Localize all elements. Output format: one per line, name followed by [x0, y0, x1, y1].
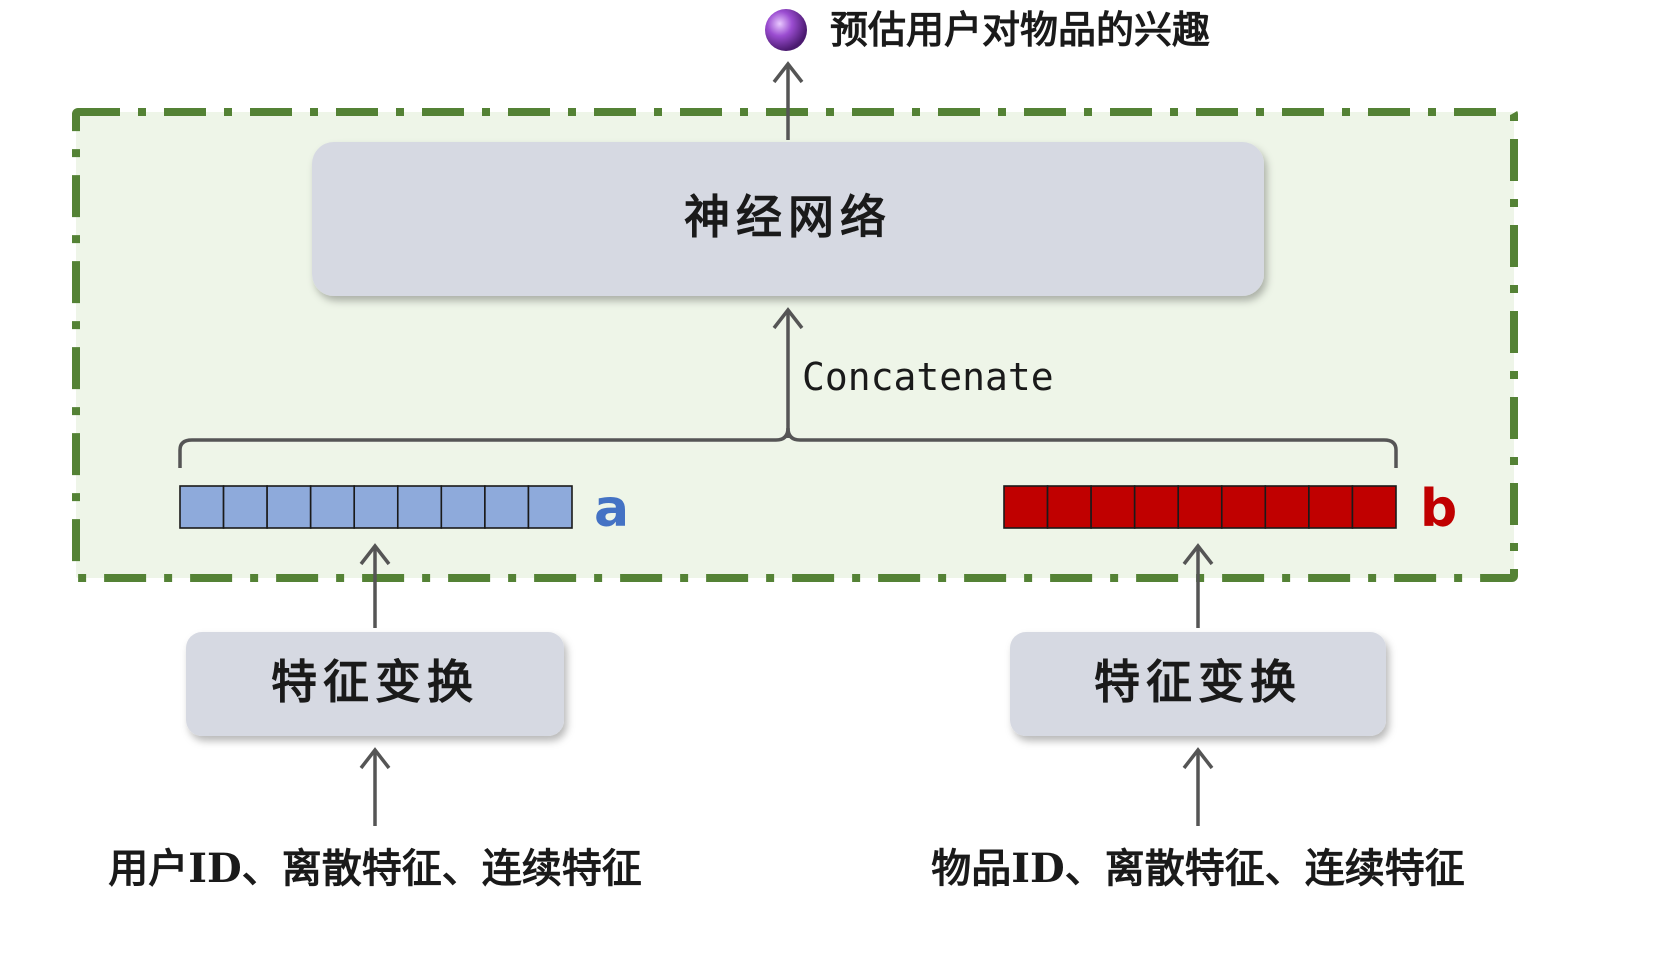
right-feature-transform-box: 特征变换 [1010, 632, 1386, 736]
arrow-left-input-to-transform [359, 747, 391, 826]
item-vector-cell [1264, 485, 1310, 529]
item-input-features-label: 物品ID、离散特征、连续特征 [931, 845, 1464, 892]
neural-network-label: 神经网络 [684, 190, 892, 244]
left-feature-transform-label: 特征变换 [271, 655, 479, 709]
arrow-left-transform-to-vector [359, 543, 391, 628]
item-vector-label: b [1420, 479, 1457, 539]
user-embedding-vector [179, 485, 573, 529]
user-vector-cell [527, 485, 573, 529]
output-label: 预估用户对物品的兴趣 [830, 7, 1210, 52]
concat-brace [178, 427, 1398, 468]
item-vector-cell [1220, 485, 1267, 529]
user-vector-cell [396, 485, 443, 529]
user-vector-cell [484, 485, 530, 529]
concatenate-label: Concatenate [802, 355, 1054, 399]
arrow-right-input-to-transform [1182, 747, 1214, 826]
arrow-concat-to-network [772, 307, 804, 438]
item-vector-cell [1351, 485, 1397, 529]
output-sphere-icon [765, 9, 807, 51]
item-vector-cell [1046, 485, 1092, 529]
arrow-network-to-output [772, 61, 804, 140]
arrow-right-transform-to-vector [1182, 543, 1214, 628]
user-vector-cell [309, 485, 356, 529]
item-vector-cell [1003, 485, 1049, 529]
left-feature-transform-box: 特征变换 [186, 632, 564, 736]
user-vector-cell [353, 485, 399, 529]
user-vector-cell [222, 485, 268, 529]
neural-network-box: 神经网络 [312, 142, 1264, 296]
item-vector-cell [1090, 485, 1136, 529]
right-feature-transform-label: 特征变换 [1094, 655, 1302, 709]
item-vector-cell [1177, 485, 1223, 529]
user-vector-cell [266, 485, 312, 529]
user-vector-label: a [594, 479, 629, 539]
item-embedding-vector [1003, 485, 1397, 529]
item-vector-cell [1308, 485, 1354, 529]
user-vector-cell [440, 485, 486, 529]
item-vector-cell [1133, 485, 1180, 529]
user-input-features-label: 用户ID、离散特征、连续特征 [108, 845, 641, 892]
user-vector-cell [179, 485, 225, 529]
